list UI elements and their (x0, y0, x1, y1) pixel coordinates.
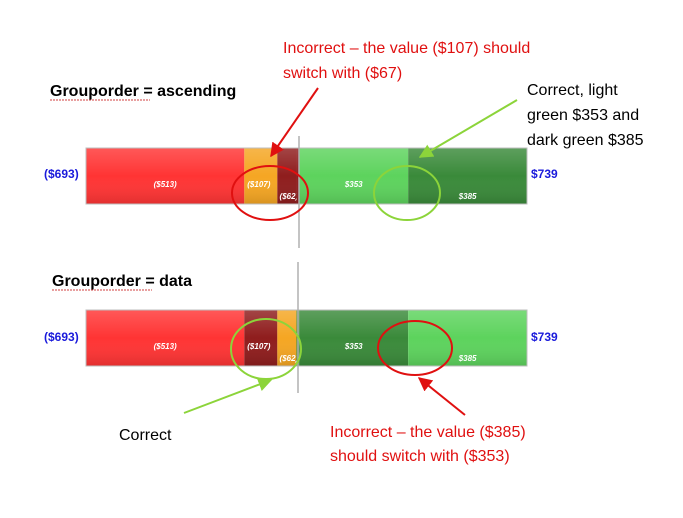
arrow-red-bottom (417, 377, 466, 416)
waterfall-bar-data: ($513)($107)($62)($9)$353$385 (85, 309, 528, 367)
chart-title-ascending: Grouporder = ascending (50, 83, 236, 100)
segment-label: $353 (344, 180, 363, 189)
bar-segment-shading (299, 148, 409, 204)
end-label: $739 (531, 330, 558, 344)
bar-outline (85, 147, 528, 205)
segment-label: $385 (458, 192, 477, 201)
annotation-top-incorrect-line1: Incorrect – the value ($107) should (283, 40, 530, 57)
bar-segment-shading (86, 310, 245, 366)
segment-label: ($107) (247, 342, 270, 351)
bar-segment-shading (277, 310, 297, 366)
bar-outline (85, 309, 528, 367)
chart-title-data: Grouporder = data (52, 273, 192, 290)
segment-label: $353 (344, 342, 363, 351)
annotation-top-correct-line1: Correct, light (527, 82, 618, 99)
start-label: ($693) (44, 167, 79, 181)
annotation-bottom-correct: Correct (119, 427, 172, 444)
arrow-green-top (418, 99, 518, 158)
annotation-top-incorrect-line2: switch with ($67) (283, 65, 402, 82)
annotation-bottom-incorrect-line2: should switch with ($353) (330, 448, 510, 465)
circle-red-top (231, 165, 309, 221)
chart-data-order: Grouporder = data ($513)($107)($62)($9)$… (44, 262, 558, 393)
segment-label: ($513) (154, 180, 177, 189)
annotation-bottom-incorrect-line1: Incorrect – the value ($385) (330, 424, 526, 441)
waterfall-bar-ascending: ($513)($107)($62)($9)$353$385 (85, 147, 528, 205)
bar-segment-shading (408, 310, 527, 366)
segment-label: ($62) (280, 354, 299, 363)
bar-segment-shading (277, 148, 297, 204)
annotation-top-correct-line2: green $353 and (527, 107, 639, 124)
end-label: $739 (531, 167, 558, 181)
bar-segment-shading (244, 148, 278, 204)
arrow-red-top (270, 87, 319, 158)
segment-label: ($107) (247, 180, 270, 189)
annotations: Incorrect – the value ($107) should swit… (119, 40, 644, 465)
circle-red-bottom (377, 320, 453, 376)
chart-ascending: Grouporder = ascending ($513) ($107) ($62)… (44, 83, 558, 248)
circle-green-top (373, 165, 441, 221)
bar-segment-shading (296, 148, 300, 204)
annotation-top-correct-line3: dark green $385 (527, 132, 644, 149)
arrow-green-bottom (183, 377, 273, 414)
bar-segment-shading (299, 310, 409, 366)
segment-label: ($513) (154, 342, 177, 351)
segment-label: $385 (458, 354, 477, 363)
bar-segment-shading (86, 148, 245, 204)
start-label: ($693) (44, 330, 79, 344)
segment-label: ($62) (280, 192, 299, 201)
